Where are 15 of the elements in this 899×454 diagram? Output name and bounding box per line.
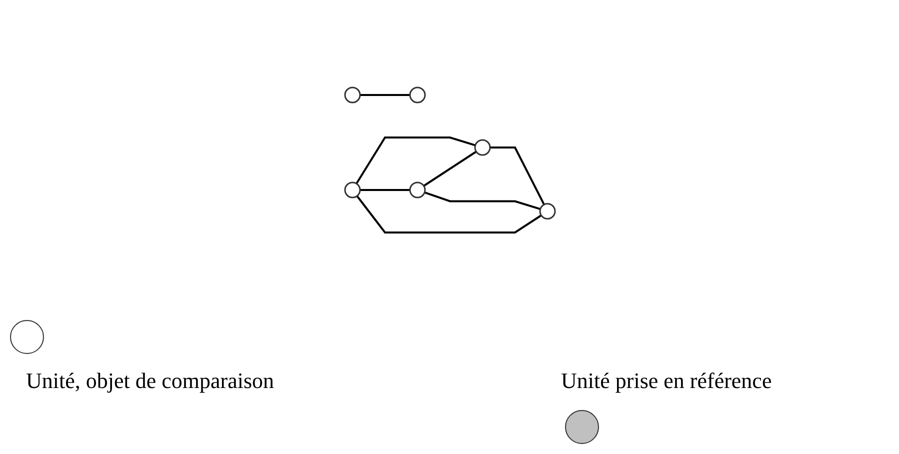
connector [360,189,410,191]
node-circle [409,182,426,198]
node-circle [474,139,491,156]
connector [356,136,476,184]
connector [490,146,545,206]
node-circle [409,86,426,104]
connector [356,195,542,234]
legend-text: Unité prise en référence [561,368,772,394]
node-circle [344,182,361,198]
node-circle [344,86,361,104]
connector [360,94,410,96]
node-circle [539,203,556,220]
legend-text: Unité, objet de comparaison [26,368,274,394]
connector [423,150,477,187]
connector [424,192,541,210]
